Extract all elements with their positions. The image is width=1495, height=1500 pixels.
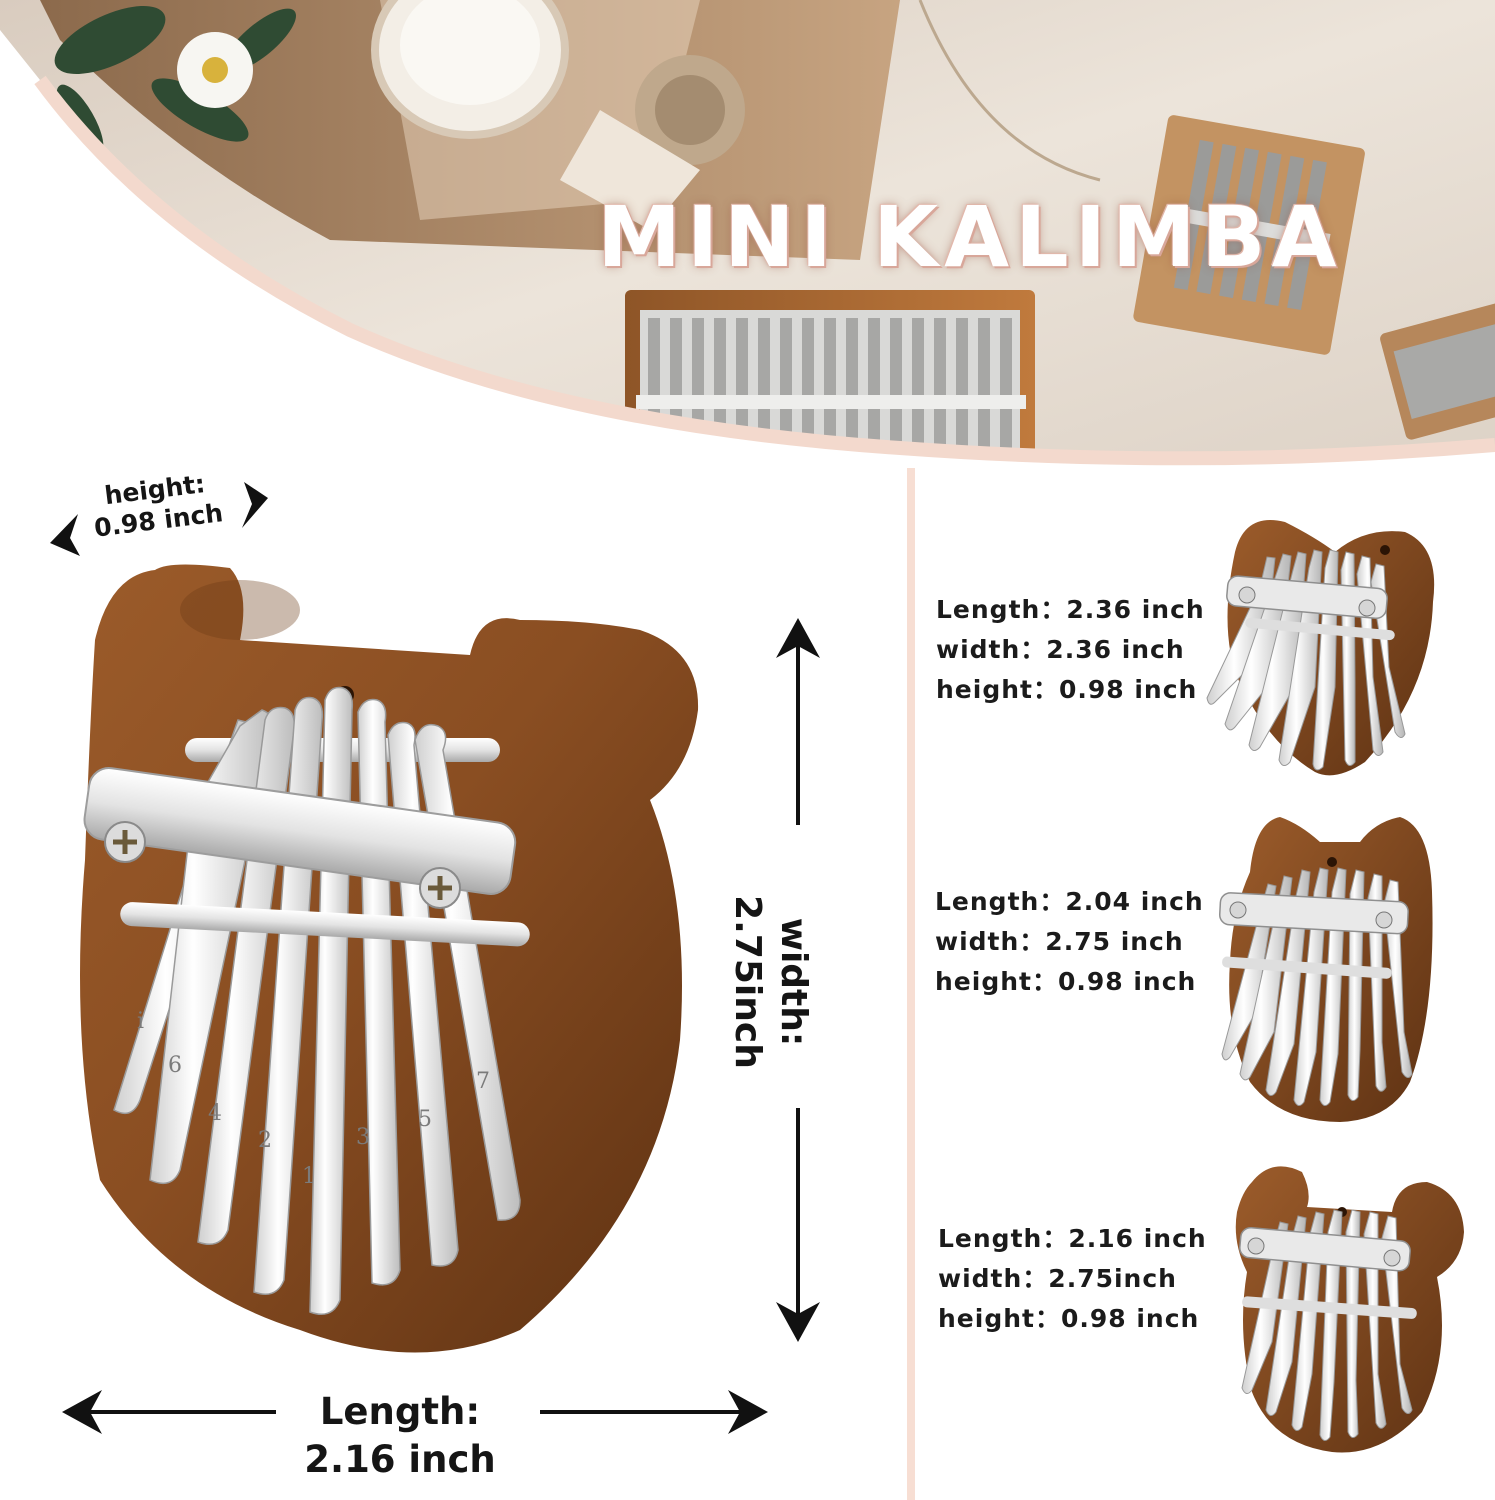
- screw-left: [104, 821, 146, 863]
- variant-bear-specs: Length：2.16 inch width：2.75inch height：0…: [938, 1219, 1207, 1339]
- length-dimension-label: Length: 2.16 inch: [250, 1388, 550, 1484]
- hero-photo: [0, 0, 1495, 466]
- tine-number: 1: [302, 1164, 316, 1189]
- heart-kalimba-image: [1206, 520, 1435, 776]
- tine-number: 3: [356, 1125, 370, 1150]
- variant-height: height：0.98 inch: [935, 967, 1197, 996]
- variant-height: height：0.98 inch: [936, 675, 1198, 704]
- length-value-text: 2.16 inch: [304, 1438, 496, 1481]
- length-arrow: [62, 1390, 768, 1434]
- cat-kalimba-image: [1218, 817, 1433, 1122]
- variant-length: Length：2.04 inch: [935, 887, 1204, 916]
- variant-cat-specs: Length：2.04 inch width：2.75 inch height：…: [935, 882, 1204, 1002]
- hero-title: MINI KALIMBA: [597, 188, 1343, 286]
- width-value-text: 2.75inch: [727, 895, 768, 1069]
- height-arrow-left: [50, 514, 80, 556]
- variant-width: width：2.75inch: [938, 1264, 1177, 1293]
- width-label-text: width:: [773, 917, 814, 1047]
- small-kalimba-photo: [1133, 115, 1365, 355]
- variant-height: height：0.98 inch: [938, 1304, 1200, 1333]
- tine-number: 5: [418, 1107, 432, 1132]
- bear-kalimba-main: [80, 564, 699, 1353]
- divider: [907, 468, 915, 1500]
- main-product-illustration: i 6 4 2 1 3 5 7: [50, 482, 820, 1434]
- tine-number: 4: [208, 1101, 222, 1126]
- tine-number: 7: [476, 1069, 490, 1094]
- small-kalimba-photo-2: [1380, 299, 1495, 440]
- length-label-text: Length:: [319, 1390, 481, 1433]
- bear-kalimba-image: [1235, 1166, 1464, 1453]
- tine-number: 6: [168, 1053, 182, 1078]
- tine-numbers: i 6 4 2 1 3 5 7: [137, 1009, 490, 1189]
- tine-number: 2: [258, 1128, 272, 1153]
- width-arrow: [776, 618, 820, 1342]
- daisy-flower: [177, 32, 253, 108]
- height-arrow-right: [242, 482, 268, 528]
- variant-length: Length：2.36 inch: [936, 595, 1205, 624]
- variant-width: width：2.36 inch: [936, 635, 1185, 664]
- screw-right: [419, 867, 461, 909]
- width-dimension-label: width: 2.75inch: [724, 772, 816, 1192]
- variant-width: width：2.75 inch: [935, 927, 1184, 956]
- variant-length: Length：2.16 inch: [938, 1224, 1207, 1253]
- tine-number: i: [137, 1009, 144, 1034]
- variant-heart-specs: Length：2.36 inch width：2.36 inch height：…: [936, 590, 1205, 710]
